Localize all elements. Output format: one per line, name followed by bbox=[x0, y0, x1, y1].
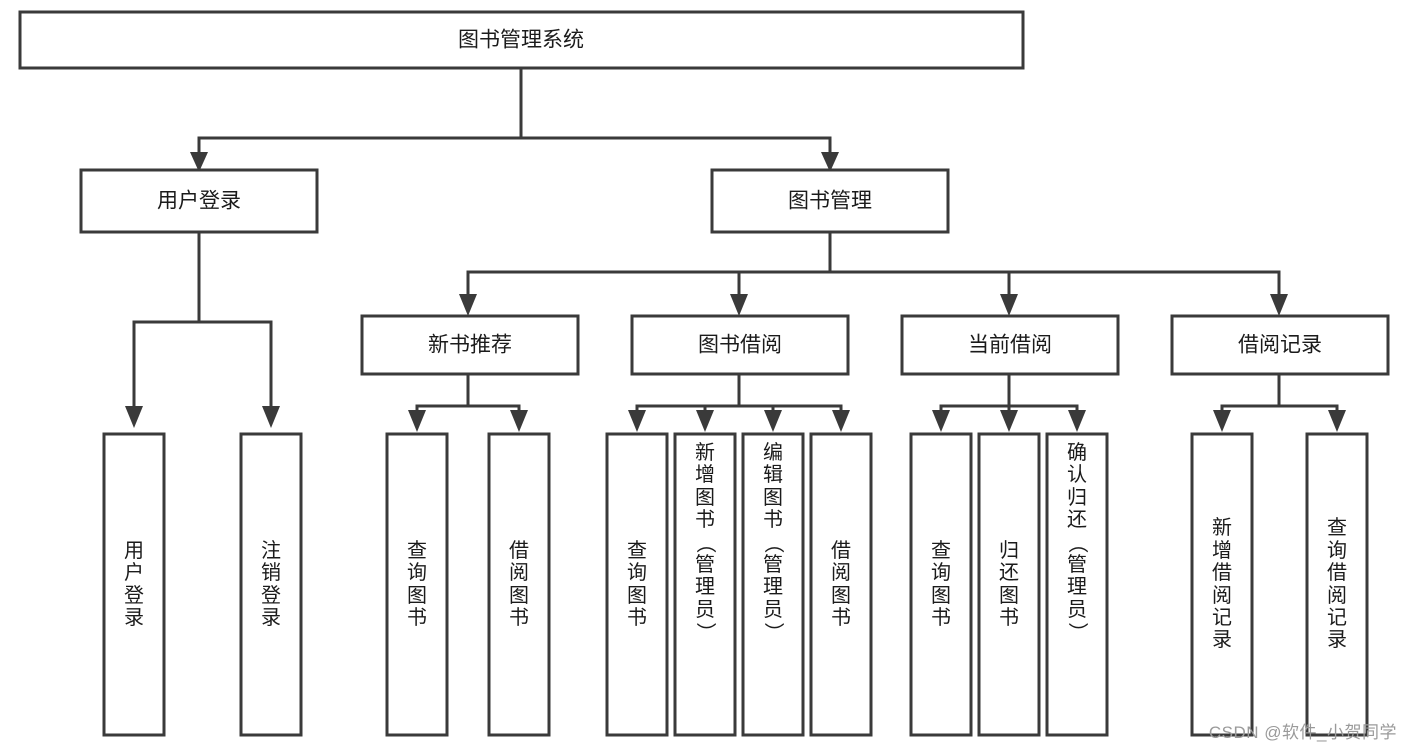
node-book-borrow[interactable]: 图书借阅 bbox=[630, 314, 850, 376]
arrow-borrow-l4 bbox=[832, 410, 850, 432]
arrow-borrow-l1 bbox=[628, 410, 646, 432]
node-borrow-record-label: 借阅记录 bbox=[1238, 334, 1322, 357]
node-borrow-record-box[interactable] bbox=[1170, 314, 1390, 376]
leaf-box-user-login-1[interactable] bbox=[239, 432, 303, 737]
leaf-box-borrow-0[interactable] bbox=[605, 432, 669, 737]
leaf-box-borrow-2[interactable] bbox=[741, 432, 805, 737]
leaf-box-record-0[interactable] bbox=[1190, 432, 1254, 737]
leaf-box-current-2[interactable] bbox=[1045, 432, 1109, 737]
arrow-bookmgmt-c4 bbox=[1270, 294, 1288, 316]
arrow-current-l2 bbox=[1000, 410, 1018, 432]
arrow-recommend-l2 bbox=[510, 410, 528, 432]
leaf-box-current-0[interactable] bbox=[909, 432, 973, 737]
watermark-label: CSDN @软件_小贺同学 bbox=[1208, 723, 1397, 742]
node-new-book-recommend[interactable]: 新书推荐 bbox=[360, 314, 580, 376]
node-book-borrow-label: 图书借阅 bbox=[698, 334, 782, 357]
arrow-current-l1 bbox=[932, 410, 950, 432]
arrow-user-leaf1 bbox=[125, 406, 143, 428]
arrow-root-to-bookmgmt bbox=[821, 152, 839, 172]
leaf-box-record-1[interactable] bbox=[1305, 432, 1369, 737]
leaf-box-recommend-0[interactable] bbox=[385, 432, 449, 737]
node-new-book-recommend-label: 新书推荐 bbox=[428, 334, 512, 357]
node-user-login[interactable]: 用户登录 bbox=[79, 168, 319, 234]
arrow-record-l2 bbox=[1328, 410, 1346, 432]
node-book-management-box[interactable] bbox=[710, 168, 950, 234]
arrow-bookmgmt-c2 bbox=[730, 294, 748, 316]
arrow-user-leaf2 bbox=[262, 406, 280, 428]
node-user-login-label: 用户登录 bbox=[157, 190, 241, 213]
arrow-record-l1 bbox=[1213, 410, 1231, 432]
leaf-box-group bbox=[102, 432, 1369, 737]
leaf-box-borrow-3[interactable] bbox=[809, 432, 873, 737]
arrow-bookmgmt-c1 bbox=[459, 294, 477, 316]
node-root-box[interactable] bbox=[18, 10, 1025, 70]
node-borrow-record[interactable]: 借阅记录 bbox=[1170, 314, 1390, 376]
connector-group bbox=[125, 66, 1346, 432]
node-root-label: 图书管理系统 bbox=[458, 29, 584, 52]
node-user-login-box[interactable] bbox=[79, 168, 319, 234]
leaf-box-borrow-1[interactable] bbox=[673, 432, 737, 737]
leaf-box-user-login-0[interactable] bbox=[102, 432, 166, 737]
arrow-recommend-l1 bbox=[408, 410, 426, 432]
node-book-management[interactable]: 图书管理 bbox=[710, 168, 950, 234]
arrow-borrow-l2 bbox=[696, 410, 714, 432]
node-new-book-recommend-box[interactable] bbox=[360, 314, 580, 376]
arrow-current-l3 bbox=[1068, 410, 1086, 432]
node-current-borrow[interactable]: 当前借阅 bbox=[900, 314, 1120, 376]
node-root[interactable]: 图书管理系统 bbox=[18, 10, 1025, 70]
leaf-box-current-1[interactable] bbox=[977, 432, 1041, 737]
arrow-bookmgmt-c3 bbox=[1000, 294, 1018, 316]
node-book-borrow-box[interactable] bbox=[630, 314, 850, 376]
leaf-box-recommend-1[interactable] bbox=[487, 432, 551, 737]
node-current-borrow-box[interactable] bbox=[900, 314, 1120, 376]
arrow-root-to-user bbox=[190, 152, 208, 172]
arrow-borrow-l3 bbox=[764, 410, 782, 432]
node-book-management-label: 图书管理 bbox=[788, 190, 872, 213]
node-current-borrow-label: 当前借阅 bbox=[968, 334, 1052, 357]
